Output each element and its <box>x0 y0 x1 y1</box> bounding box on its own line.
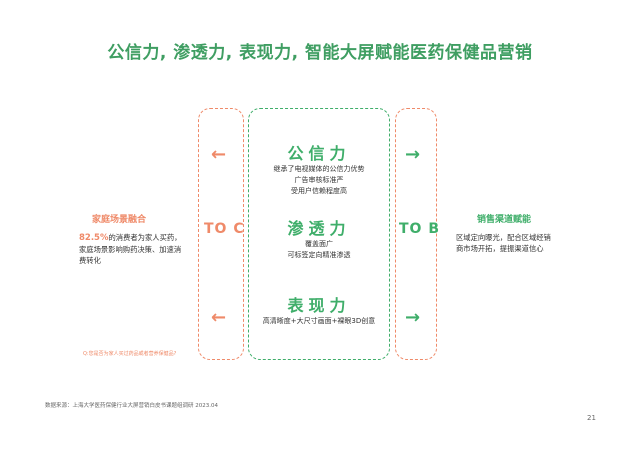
center-dashed-panel <box>248 108 390 360</box>
penetration-line-2: 可标签定向精准渗透 <box>287 251 351 259</box>
page-number: 21 <box>587 414 596 422</box>
credibility-line-2: 广告审核标准严 <box>294 176 344 184</box>
family-text-1: 的消费者为家人买药， <box>108 233 182 242</box>
family-percent: 82.5% <box>79 233 109 243</box>
to-b-label: TO B <box>399 221 440 237</box>
family-text-2: 家庭场景影响购药决策、加速消 <box>79 245 182 254</box>
credibility-line-3: 受用户信赖程度高 <box>291 187 347 195</box>
family-scene-heading: 家庭场景融合 <box>92 215 147 225</box>
credibility-line-1: 继承了电视媒体的公信力优势 <box>273 165 365 173</box>
expression-title: 表现力 <box>287 296 351 315</box>
penetration-line-1: 覆盖面广 <box>305 240 333 248</box>
right-dashed-column <box>395 108 437 360</box>
family-text-3: 费转化 <box>79 256 101 265</box>
channel-text-2: 商市场开拓，提振渠道信心 <box>456 244 544 253</box>
page-title: 公信力, 渗透力, 表现力, 智能大屏赋能医药保健品营销 <box>107 43 533 63</box>
credibility-title: 公信力 <box>287 144 351 163</box>
left-arrow-icon-bottom: ← <box>211 307 227 328</box>
data-source: 数据来源：上海大学医药保健行业大屏营销白皮书课题组调研 2023.04 <box>45 403 218 409</box>
family-scene-text: 82.5%的消费者为家人买药， 家庭场景影响购药决策、加速消 费转化 <box>79 232 191 266</box>
penetration-title: 渗透力 <box>287 219 351 238</box>
channel-text: 区域定向曝光，配合区域经销 商市场开拓，提振渠道信心 <box>456 232 551 254</box>
channel-text-1: 区域定向曝光，配合区域经销 <box>456 233 551 242</box>
left-dashed-column <box>198 108 244 360</box>
left-arrow-icon-top: ← <box>211 144 227 165</box>
to-c-label: TO C <box>204 221 245 237</box>
expression-line-1: 高清晰度+大尺寸画面+裸眼3D创意 <box>262 317 376 325</box>
right-arrow-icon-top: → <box>405 144 421 165</box>
right-arrow-icon-bottom: → <box>405 307 421 328</box>
channel-heading: 销售渠道赋能 <box>477 215 532 225</box>
survey-question: Q:您是否为家人买过药品或者营养保健品? <box>83 351 177 357</box>
